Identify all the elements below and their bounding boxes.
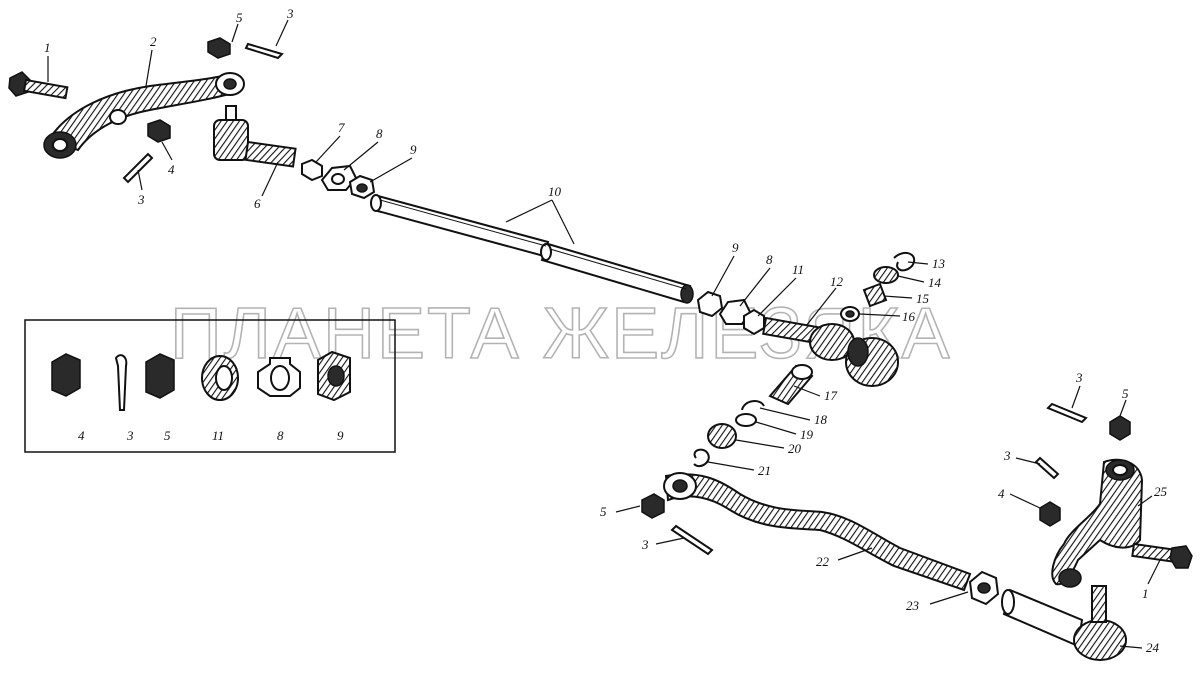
spring-15 (862, 282, 888, 308)
callout-10: 10 (548, 184, 562, 199)
inset-label-5: 5 (164, 428, 171, 443)
callout-5-top: 5 (236, 10, 243, 25)
callout-3-top: 3 (286, 6, 294, 21)
callout-18: 18 (814, 412, 828, 427)
callout-7: 7 (338, 120, 345, 135)
inset-label-9: 9 (337, 428, 344, 443)
inset-cotter-pin-3 (114, 354, 128, 411)
nut-9-right (696, 290, 724, 318)
nut-7 (301, 158, 323, 182)
inset-nut-11 (201, 355, 239, 401)
callout-14: 14 (928, 275, 942, 290)
callout-1-left: 1 (44, 40, 51, 55)
bolt-1-right (1131, 542, 1193, 569)
inset-box (24, 319, 396, 453)
callout-19: 19 (800, 427, 814, 442)
callout-20: 20 (788, 441, 802, 456)
castle-nut-5-top (207, 37, 231, 59)
spring-washer-18 (741, 400, 765, 411)
ball-socket-assembly (809, 323, 899, 387)
callout-8-right: 8 (766, 252, 773, 267)
callout-5-right: 5 (1122, 386, 1129, 401)
callout-25: 25 (1154, 484, 1168, 499)
nut-23 (968, 570, 1000, 606)
callout-6: 6 (254, 196, 261, 211)
callout-5-lower: 5 (600, 504, 607, 519)
castle-nut-5-lower (641, 493, 665, 519)
callout-3-right-mid: 3 (1003, 448, 1011, 463)
inset-nut-9 (317, 350, 351, 402)
inset-castle-nut-4 (51, 353, 81, 397)
cotter-pin-3-top (244, 42, 284, 60)
dust-cover-20 (707, 423, 737, 449)
callout-4-left: 4 (168, 162, 175, 177)
plug-14 (873, 266, 899, 284)
callout-1-right: 1 (1142, 586, 1149, 601)
inset-lock-washer-8 (257, 357, 301, 397)
snap-ring-21 (693, 448, 710, 468)
castle-nut-5-right (1109, 415, 1131, 441)
cotter-pin-3-right-mid (1034, 456, 1060, 480)
ring-19 (735, 413, 757, 427)
spring-13 (893, 251, 915, 272)
callout-9-left: 9 (410, 142, 417, 157)
callout-3-right-top: 3 (1075, 370, 1083, 385)
inset-label-4: 4 (78, 428, 85, 443)
inset-castle-nut-5 (145, 353, 175, 399)
callout-23: 23 (906, 598, 920, 613)
inset-label-8: 8 (277, 428, 284, 443)
ball-pin-17 (768, 364, 814, 406)
callout-3-lower: 3 (641, 537, 649, 552)
steering-arm-25 (1051, 458, 1144, 588)
callout-16: 16 (902, 309, 916, 324)
inset-label-11: 11 (212, 428, 224, 443)
pitman-arm-2 (43, 72, 245, 159)
callout-2: 2 (150, 34, 157, 49)
callout-22: 22 (816, 554, 830, 569)
callout-9-right: 9 (732, 240, 739, 255)
cotter-pin-3-lower (670, 524, 714, 556)
castle-nut-4-right (1039, 501, 1061, 527)
callout-11: 11 (792, 262, 804, 277)
nut-9-left (348, 174, 376, 200)
cotter-pin-3-right-top (1046, 402, 1088, 424)
callout-13: 13 (932, 256, 946, 271)
callout-8-left: 8 (376, 126, 383, 141)
seat-16 (840, 306, 860, 322)
callout-3-left: 3 (137, 192, 145, 207)
callout-17: 17 (824, 388, 838, 403)
callout-15: 15 (916, 291, 930, 306)
castle-nut-4-left (147, 119, 171, 143)
ball-joint-6 (213, 105, 297, 168)
callout-4-right: 4 (998, 486, 1005, 501)
callout-21: 21 (758, 463, 771, 478)
drag-link-22 (663, 472, 972, 592)
bolt-1-left (8, 71, 69, 100)
callout-24: 24 (1146, 640, 1160, 655)
tie-rod-tube-10 (370, 194, 694, 304)
callout-12: 12 (830, 274, 844, 289)
cotter-pin-3-left (122, 152, 154, 184)
tie-rod-end-24 (1001, 585, 1127, 661)
inset-label-3: 3 (126, 428, 134, 443)
leader-lines (47, 19, 1161, 649)
